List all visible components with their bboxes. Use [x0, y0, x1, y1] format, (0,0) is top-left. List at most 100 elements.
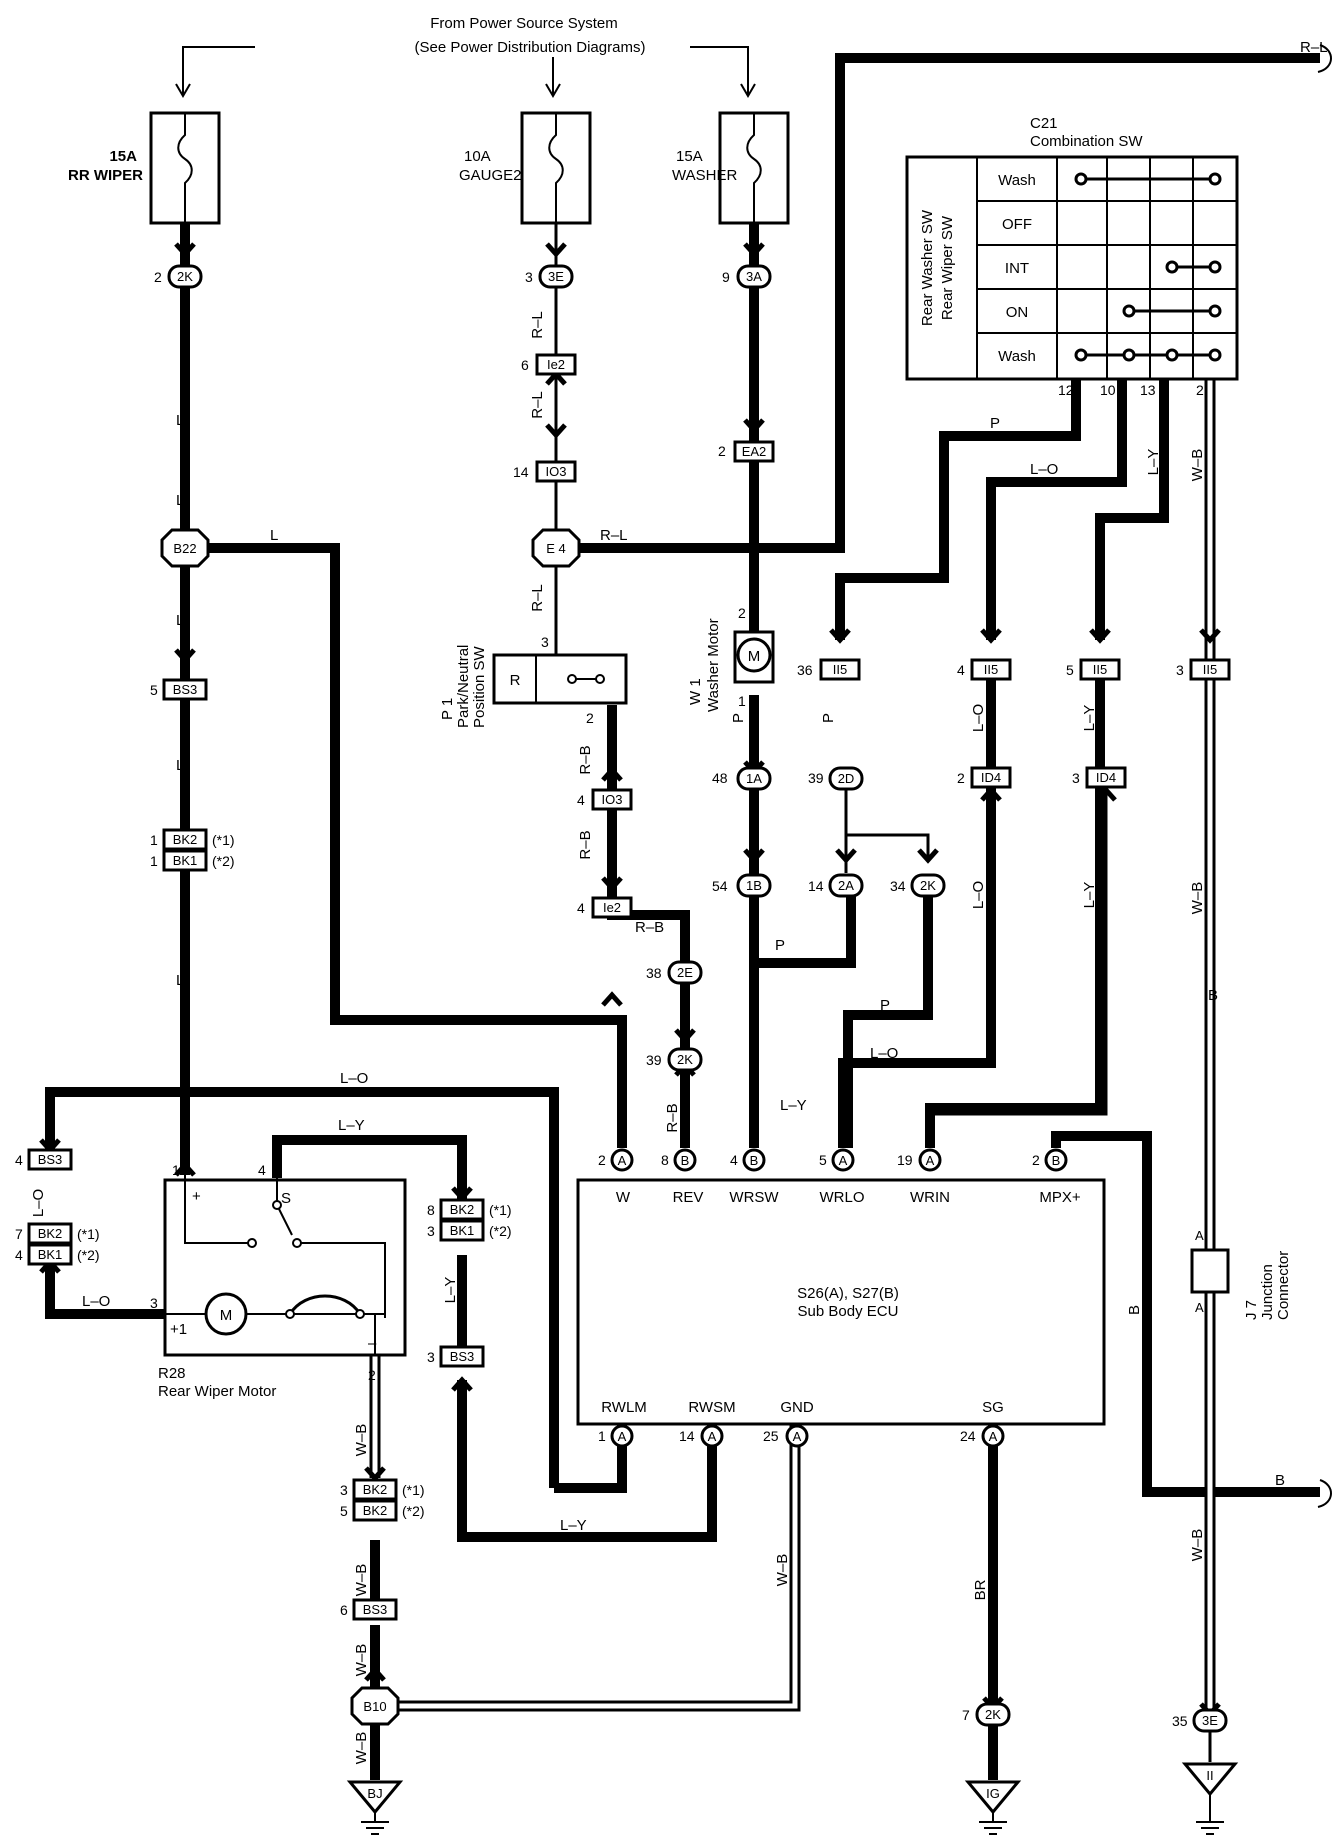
svg-text:5: 5 — [1066, 662, 1074, 678]
svg-text:BK2: BK2 — [173, 832, 198, 847]
svg-text:15A: 15A — [109, 148, 137, 165]
svg-text:(*1): (*1) — [489, 1202, 512, 1218]
svg-text:BK2: BK2 — [363, 1503, 388, 1518]
svg-text:L: L — [176, 412, 184, 429]
pin-numbers: 2 3 9 6 14 2 5 1 1 4 4 48 39 54 14 34 38… — [15, 269, 1188, 1729]
svg-text:2: 2 — [368, 1367, 376, 1383]
svg-text:Junction: Junction — [1259, 1264, 1276, 1320]
svg-text:38: 38 — [646, 965, 662, 981]
svg-text:Wash: Wash — [998, 348, 1036, 365]
svg-text:R–L: R–L — [529, 311, 546, 339]
svg-text:1: 1 — [738, 693, 746, 709]
cable-end-b — [1317, 1479, 1332, 1508]
svg-text:R–B: R–B — [635, 919, 664, 936]
svg-text:INT: INT — [1005, 260, 1029, 277]
svg-text:1A: 1A — [746, 771, 762, 786]
svg-text:2E: 2E — [677, 965, 693, 980]
svg-text:2: 2 — [738, 605, 746, 621]
svg-text:BK2: BK2 — [450, 1202, 475, 1217]
svg-text:2: 2 — [1196, 382, 1204, 398]
svg-text:25: 25 — [763, 1428, 779, 1444]
svg-text:R–B: R–B — [577, 830, 594, 859]
svg-text:L: L — [176, 612, 184, 629]
svg-text:A: A — [618, 1153, 627, 1168]
svg-text:Park/Neutral: Park/Neutral — [455, 645, 472, 728]
svg-text:3: 3 — [427, 1223, 435, 1239]
svg-text:A: A — [989, 1429, 998, 1444]
svg-text:REV: REV — [673, 1189, 704, 1206]
svg-text:1: 1 — [150, 832, 158, 848]
svg-text:A: A — [1195, 1300, 1204, 1315]
svg-text:W–B: W–B — [1189, 449, 1206, 482]
svg-text:BK1: BK1 — [450, 1223, 475, 1238]
svg-text:L: L — [748, 343, 756, 360]
svg-text:4: 4 — [577, 792, 585, 808]
svg-text:1: 1 — [172, 1162, 180, 1178]
svg-text:SG: SG — [982, 1399, 1004, 1416]
svg-text:2D: 2D — [838, 771, 855, 786]
svg-text:35: 35 — [1172, 1713, 1188, 1729]
junction-b10: B10 — [350, 1686, 400, 1726]
svg-text:WRIN: WRIN — [910, 1189, 950, 1206]
svg-text:19: 19 — [897, 1152, 913, 1168]
svg-text:10A: 10A — [464, 148, 491, 165]
svg-text:(*2): (*2) — [489, 1223, 512, 1239]
svg-text:L–O: L–O — [1030, 461, 1058, 478]
svg-text:GAUGE2: GAUGE2 — [459, 167, 522, 184]
rect-connectors: Ie2 IO3 EA2 BS3 BK2 BK1 IO3 Ie2 II5 II5 … — [27, 353, 1231, 1621]
ecu-terminals: A B B A A B A A A A — [610, 1148, 1068, 1448]
svg-text:1B: 1B — [746, 878, 762, 893]
svg-text:B: B — [1126, 1305, 1143, 1315]
svg-text:L–O: L–O — [82, 1293, 110, 1310]
svg-text:RWLM: RWLM — [601, 1399, 647, 1416]
svg-text:+: + — [192, 1188, 201, 1205]
svg-text:2A: 2A — [838, 878, 854, 893]
svg-text:14: 14 — [513, 464, 529, 480]
svg-text:B22: B22 — [173, 541, 196, 556]
svg-text:OFF: OFF — [1002, 216, 1032, 233]
svg-text:L–O: L–O — [870, 1045, 898, 1062]
svg-text:L–Y: L–Y — [1145, 449, 1162, 476]
svg-text:2K: 2K — [985, 1707, 1001, 1722]
svg-text:L–O: L–O — [970, 704, 987, 732]
svg-text:2: 2 — [154, 269, 162, 285]
svg-text:L: L — [176, 757, 184, 774]
svg-text:II5: II5 — [1093, 662, 1107, 677]
svg-text:ON: ON — [1006, 304, 1029, 321]
svg-text:5: 5 — [819, 1152, 827, 1168]
ground-ii: II — [1181, 1762, 1239, 1835]
svg-text:P 1: P 1 — [439, 698, 456, 720]
svg-text:B: B — [750, 1153, 759, 1168]
svg-text:IO3: IO3 — [602, 792, 623, 807]
svg-text:C21: C21 — [1030, 115, 1058, 132]
svg-text:L–Y: L–Y — [560, 1517, 587, 1534]
svg-text:34: 34 — [890, 878, 906, 894]
svg-text:(*1): (*1) — [212, 832, 235, 848]
svg-text:EA2: EA2 — [742, 444, 767, 459]
svg-text:6: 6 — [521, 357, 529, 373]
svg-text:Position SW: Position SW — [471, 645, 488, 728]
svg-text:7: 7 — [15, 1226, 23, 1242]
svg-text:2K: 2K — [920, 878, 936, 893]
svg-text:II5: II5 — [1203, 662, 1217, 677]
svg-text:6: 6 — [340, 1602, 348, 1618]
wire-color-labels: R–L B L L L L L L L L L R–L P L–O P P L–… — [30, 39, 1328, 1764]
svg-text:4: 4 — [15, 1247, 23, 1263]
svg-text:R–B: R–B — [664, 1103, 681, 1132]
svg-text:R–L: R–L — [529, 584, 546, 612]
svg-text:S26(A), S27(B): S26(A), S27(B) — [797, 1285, 899, 1302]
svg-text:–: – — [368, 1335, 377, 1352]
svg-text:+1: +1 — [170, 1321, 187, 1338]
svg-text:M: M — [220, 1307, 233, 1324]
svg-text:3: 3 — [525, 269, 533, 285]
svg-text:1: 1 — [598, 1428, 606, 1444]
svg-text:(*1): (*1) — [77, 1226, 100, 1242]
svg-text:W–B: W–B — [353, 1644, 370, 1677]
fuse-washer: 15A WASHER — [672, 111, 790, 225]
svg-text:E 4: E 4 — [546, 541, 566, 556]
cable-end-rl — [1317, 44, 1332, 73]
svg-text:4: 4 — [15, 1152, 23, 1168]
svg-text:Rear Wiper Motor: Rear Wiper Motor — [158, 1383, 276, 1400]
svg-text:B10: B10 — [363, 1699, 386, 1714]
svg-text:3: 3 — [150, 1295, 158, 1311]
